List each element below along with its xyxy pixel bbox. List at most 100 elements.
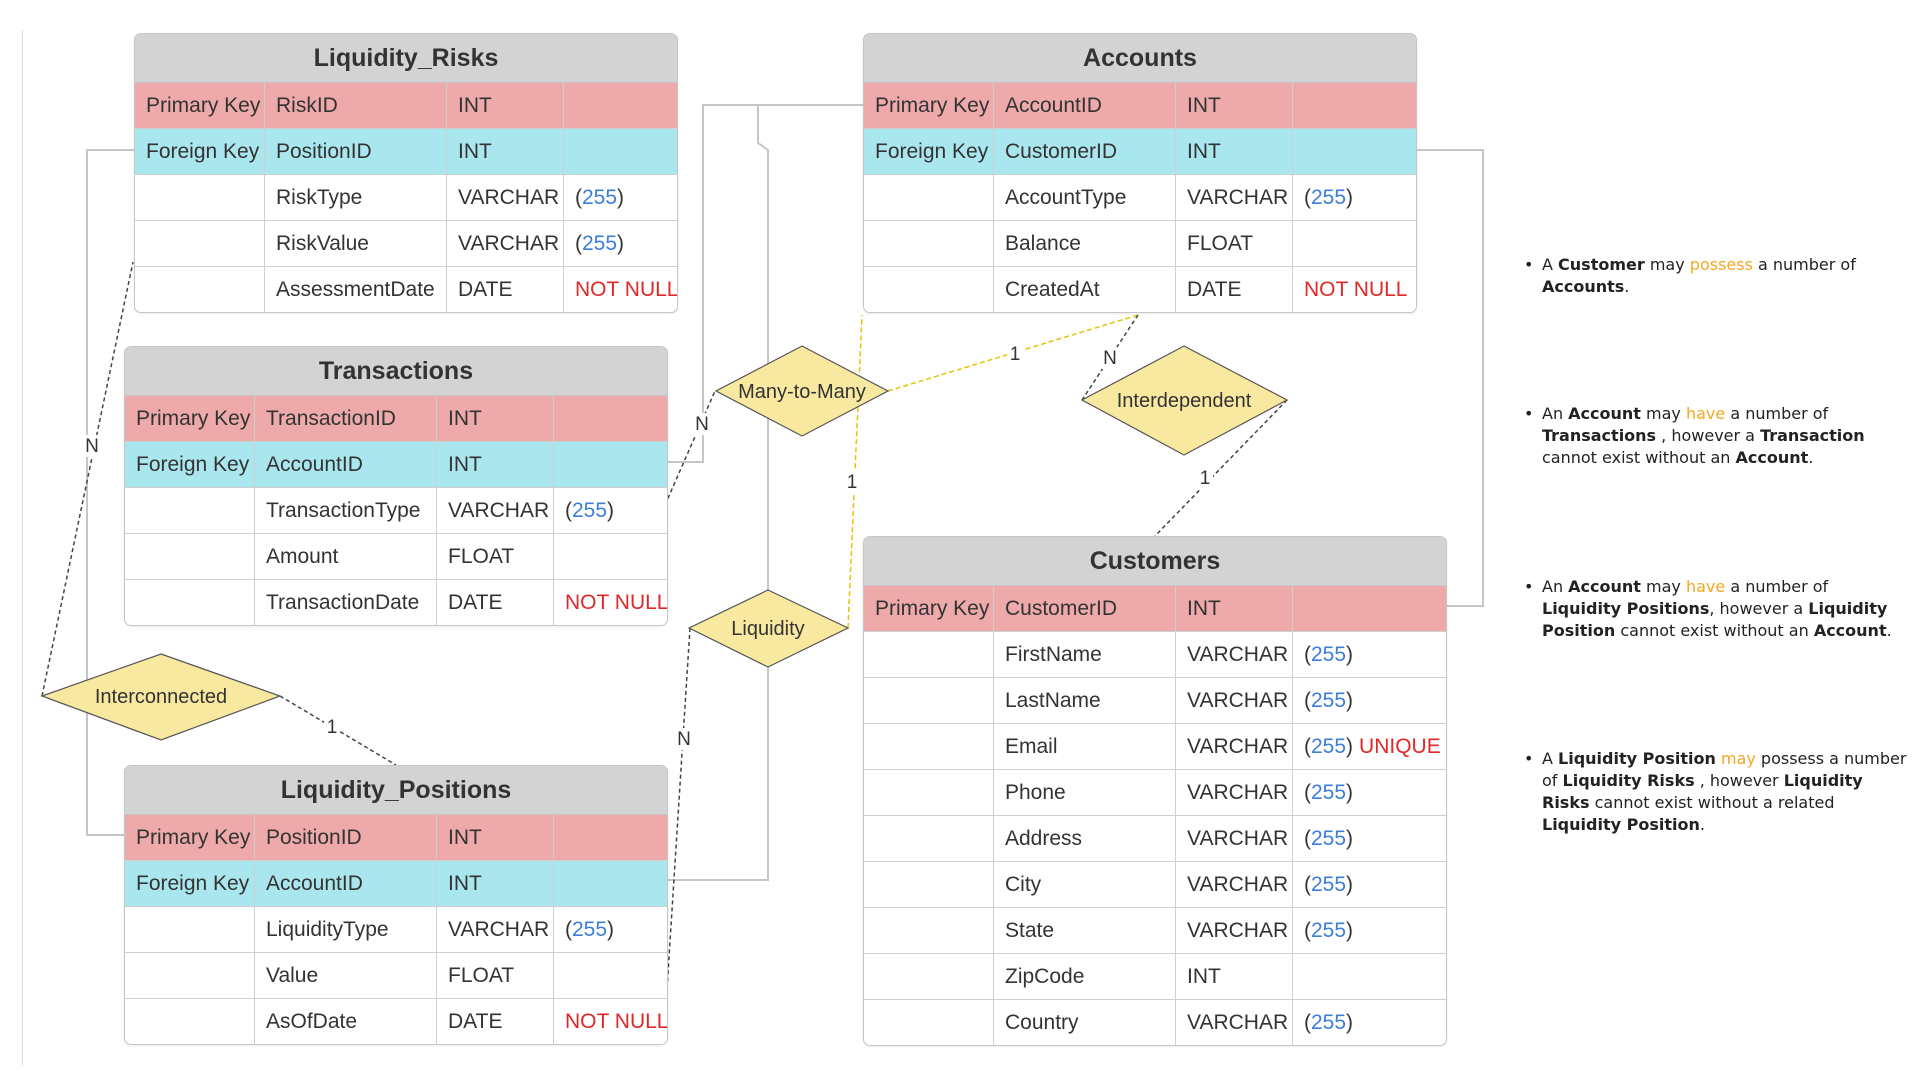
cardinality-bg [1197, 467, 1213, 489]
column-name: RiskID [265, 83, 447, 128]
column-constraints: NOT NULL [564, 267, 677, 312]
note-fragment: may [1640, 577, 1686, 596]
note-item: •An Account may have a number of Transac… [1520, 403, 1910, 469]
column-constraints [1293, 83, 1416, 128]
relationship-label-many-to-many: Many-to-Many [738, 381, 866, 403]
column-name: AccountID [255, 861, 437, 906]
column-type: VARCHAR [1176, 724, 1293, 769]
paren-close: ) [607, 498, 615, 522]
note-fragment: a number of [1752, 255, 1856, 274]
paren-open: ( [575, 185, 582, 209]
note-fragment: Transactions [1542, 426, 1657, 445]
key-cell [864, 221, 994, 266]
relationship-diamond-interdependent[interactable] [1080, 345, 1289, 456]
column-constraints: (255) [1293, 770, 1446, 815]
length-value: 255 [1311, 872, 1347, 896]
key-cell: Foreign Key [864, 129, 994, 174]
column-type: INT [447, 129, 564, 174]
column-type: INT [1176, 586, 1293, 631]
note-fragment: An [1542, 577, 1569, 596]
constraint-label: NOT NULL [1304, 277, 1408, 301]
entity-title: Liquidity_Risks [135, 34, 677, 83]
column-name: TransactionDate [255, 580, 437, 625]
column-name: AccountID [255, 442, 437, 487]
paren-open: ( [1304, 872, 1311, 896]
key-cell [864, 678, 994, 723]
note-fragment: , however [1694, 771, 1784, 790]
note-fragment: Account [1735, 448, 1809, 467]
column-constraints [564, 83, 677, 128]
note-fragment: cannot exist without an [1615, 621, 1814, 640]
rel-line-interdependent-customers [1154, 399, 1288, 537]
note-fragment: Customer [1558, 255, 1645, 274]
note-text: A Customer may possess a number of Accou… [1520, 254, 1910, 298]
column-name: Country [994, 1000, 1176, 1045]
column-type: VARCHAR [447, 221, 564, 266]
column-constraints [1293, 586, 1446, 631]
note-fragment: . [1699, 815, 1705, 834]
paren-open: ( [1304, 780, 1311, 804]
key-cell [864, 1000, 994, 1045]
column-name: City [994, 862, 1176, 907]
column-constraints [554, 861, 667, 906]
column-constraints: (255) [1293, 1000, 1446, 1045]
length-value: 255 [582, 231, 618, 255]
constraint-label: NOT NULL [565, 1009, 667, 1033]
cardinality-label: N [695, 414, 709, 435]
relationship-diamond-many-to-many[interactable] [714, 345, 890, 437]
length-value: 255 [1311, 688, 1347, 712]
relationship-diamond-liquidity[interactable] [687, 589, 850, 668]
cardinality-label: 1 [1200, 468, 1211, 489]
rel-line-liquidity-positions [664, 627, 691, 1021]
note-fragment: . [1624, 277, 1630, 296]
length-value: 255 [582, 185, 618, 209]
column-name: ZipCode [994, 954, 1176, 999]
column-name: Phone [994, 770, 1176, 815]
entity-title: Accounts [864, 34, 1416, 83]
length-value: 255 [572, 498, 608, 522]
column-name: CustomerID [994, 586, 1176, 631]
key-cell: Primary Key [864, 83, 994, 128]
column-constraints [1293, 221, 1416, 266]
relationship-diamond-interconnected[interactable] [40, 653, 282, 741]
column-name: Address [994, 816, 1176, 861]
column-constraints: (255) [1293, 175, 1416, 220]
constraint-label: NOT NULL [565, 590, 667, 614]
key-cell [864, 632, 994, 677]
